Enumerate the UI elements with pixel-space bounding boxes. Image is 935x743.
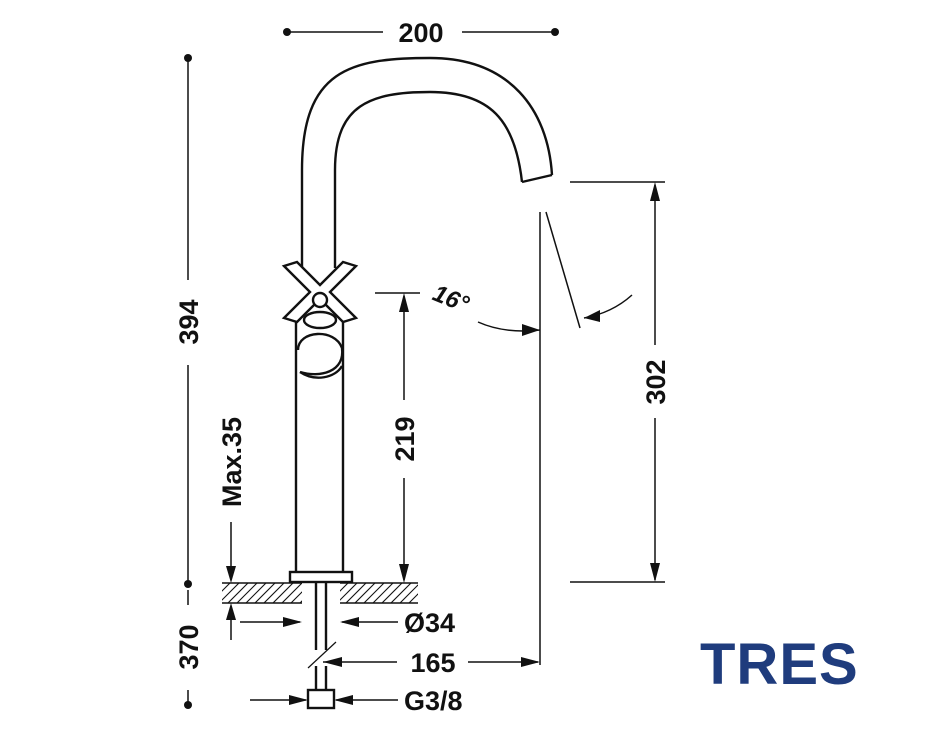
dim-total-height: 394	[174, 54, 204, 588]
dim-spout-height: 302	[570, 181, 671, 583]
dim-overall-width: 200	[283, 18, 559, 48]
hatch-line	[222, 583, 231, 592]
dim-max-thickness-label: Max.35	[217, 417, 247, 507]
hatch-line	[318, 583, 338, 603]
dim-hose-length-label: 370	[174, 624, 204, 669]
dim-max-thickness: Max.35	[217, 417, 247, 640]
hatch-line	[340, 583, 358, 601]
hatch-line	[272, 583, 294, 603]
hatch-line	[319, 583, 339, 603]
hatch-line	[201, 583, 221, 603]
dim-projection: 165	[323, 648, 540, 678]
hatch-line	[417, 602, 418, 603]
hatch-line	[390, 583, 412, 603]
hatch-line	[354, 583, 376, 603]
hatch-line	[372, 583, 394, 603]
hatch-line	[363, 583, 385, 603]
base-flange	[288, 570, 354, 584]
hatch-line	[427, 583, 447, 603]
supply-hose	[306, 583, 337, 710]
dim-angle-label: 16°	[429, 280, 473, 319]
connector-nut	[306, 688, 336, 710]
dim-angle: 16°	[429, 211, 633, 665]
hatch-line	[399, 584, 418, 603]
brand-logo: TRES	[700, 632, 859, 697]
dim-connection: G3/8	[250, 686, 463, 716]
hatch-line	[236, 583, 258, 603]
dim-body-height: 219	[375, 292, 420, 583]
dim-base-diameter-label: Ø34	[404, 608, 455, 638]
hatch-line	[222, 583, 240, 601]
dim-hose-length: 370	[174, 590, 204, 709]
hatch-line	[290, 591, 302, 603]
hatch-line	[436, 583, 456, 603]
dim-spout-height-label: 302	[641, 359, 671, 404]
dim-projection-label: 165	[410, 648, 455, 678]
hatch-line	[327, 583, 347, 603]
hatch-line	[381, 583, 403, 603]
faucet-outline	[288, 56, 554, 584]
dim-total-height-label: 394	[174, 299, 204, 344]
dim-overall-width-label: 200	[398, 18, 443, 48]
hatch-line	[192, 583, 212, 603]
hatch-line	[345, 583, 367, 603]
cross-handle	[281, 260, 359, 330]
hatch-line	[263, 583, 285, 603]
countertop-section	[192, 582, 465, 604]
hatch-line	[408, 593, 418, 603]
hatch-line	[254, 583, 276, 603]
hatch-line	[445, 583, 465, 603]
dim-body-height-label: 219	[390, 416, 420, 461]
dim-connection-label: G3/8	[404, 686, 463, 716]
brand-logo-text: TRES	[700, 632, 859, 697]
dim-base-diameter: Ø34	[240, 608, 455, 638]
hatch-line	[227, 583, 249, 603]
hatch-line	[340, 583, 349, 592]
hatch-line	[281, 583, 302, 603]
hatch-line	[245, 583, 267, 603]
